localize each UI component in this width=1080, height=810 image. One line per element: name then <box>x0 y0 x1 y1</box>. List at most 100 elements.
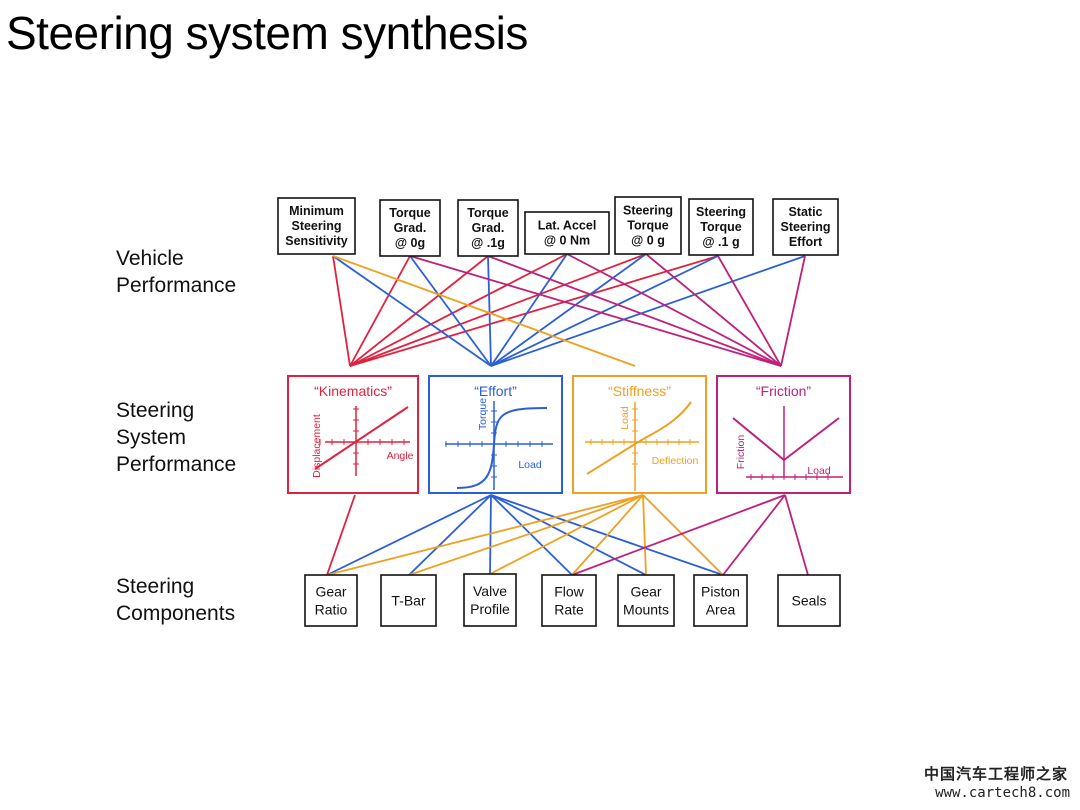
watermark-chinese: 中国汽车工程师之家 <box>923 765 1068 783</box>
link-v5-friction <box>645 253 782 367</box>
row-label-line: Performance <box>116 274 237 297</box>
vehicle-box-text: @ 0 g <box>631 234 665 248</box>
link-stiffness-c4 <box>571 494 644 576</box>
link-v2-friction <box>409 255 782 367</box>
component-box-text: Gear <box>630 584 661 600</box>
link-v6-friction <box>717 255 782 367</box>
vehicle-box-text: Effort <box>789 235 823 249</box>
vehicle-box-text: Grad. <box>394 221 427 235</box>
vehicle-box-text: Torque <box>627 219 668 233</box>
response-curve <box>314 406 409 470</box>
component-box-text: Profile <box>470 601 510 617</box>
row-label-line: Components <box>116 602 236 625</box>
link-v4-friction <box>566 253 782 367</box>
link-stiffness-c6 <box>642 494 724 576</box>
component-box-frame <box>541 574 597 627</box>
link-v2-kinematics <box>349 255 411 367</box>
link-v5-effort <box>490 253 647 367</box>
vehicle-box-frame <box>457 199 519 257</box>
vehicle-box-text: Steering <box>291 219 341 233</box>
component-box-text: Ratio <box>315 602 348 618</box>
watermark-url: www.cartech8.com <box>935 785 1070 801</box>
component-box-text: Piston <box>701 584 740 600</box>
link-stiffness-c5 <box>642 494 647 576</box>
vehicle-box-frame <box>688 198 754 256</box>
component-box-frame <box>693 574 748 627</box>
row-label-steering-system-performance: Steering System Performance <box>116 397 236 478</box>
row-label-line: System <box>116 426 187 449</box>
panel-title: “Effort” <box>474 383 517 399</box>
panel-y-label: Friction <box>735 435 747 470</box>
link-v1-kinematics <box>332 255 351 367</box>
panel-x-label: Load <box>807 465 831 477</box>
component-boxes: GearRatioT-BarValveProfileFlowRateGearMo… <box>304 573 841 627</box>
row-label-line: Performance <box>116 453 237 476</box>
page-title: Steering system synthesis <box>6 7 528 59</box>
vehicle-box-frame <box>524 211 610 255</box>
response-curve <box>586 401 692 475</box>
connection-lines <box>326 253 809 576</box>
link-v7-effort <box>490 255 806 367</box>
component-box-c2: T-Bar <box>380 574 437 627</box>
vehicle-box-text: @ .1g <box>471 236 505 250</box>
component-box-text: Area <box>706 602 736 618</box>
row-label-steering-components: Steering Components <box>116 573 235 627</box>
link-v3-effort <box>487 255 492 367</box>
vehicle-box-frame <box>772 198 839 256</box>
link-kinematics-c1 <box>326 494 356 576</box>
row-label-vehicle-performance: Vehicle Performance <box>116 245 236 299</box>
panel-frame <box>428 375 563 494</box>
vehicle-box-text: Sensitivity <box>285 234 348 248</box>
panel-title: “Stiffness” <box>608 383 671 399</box>
link-effort-c2 <box>408 494 492 576</box>
panel-x-label: Load <box>518 459 542 471</box>
link-effort-c5 <box>490 494 647 576</box>
vehicle-box-text: Steering <box>780 220 830 234</box>
panel-frame <box>287 375 419 494</box>
link-effort-c4 <box>490 494 573 576</box>
component-box-text: Valve <box>473 583 507 599</box>
component-box-frame <box>380 574 437 627</box>
link-friction-c6 <box>722 494 786 576</box>
link-friction-c4 <box>571 494 786 576</box>
panel-y-label: Torque <box>477 398 489 430</box>
panel-x-label: Angle <box>387 450 414 462</box>
link-effort-c1 <box>326 494 492 576</box>
component-box-text: Rate <box>554 602 584 618</box>
link-v6-effort <box>490 255 719 367</box>
link-v3-friction <box>487 255 782 367</box>
component-box-text: Seals <box>791 593 826 609</box>
link-v1-stiffness <box>332 255 636 367</box>
row-label-line: Vehicle <box>116 247 184 270</box>
component-box-text: T-Bar <box>391 593 426 609</box>
component-box-frame <box>463 573 517 627</box>
panel-title: “Kinematics” <box>314 383 392 399</box>
vehicle-box-text: Torque <box>700 220 741 234</box>
link-stiffness-c3 <box>489 494 644 575</box>
vehicle-box-frame <box>277 197 356 255</box>
vehicle-box-frame <box>614 196 682 255</box>
link-stiffness-c2 <box>408 494 644 576</box>
vehicle-box-text: Grad. <box>472 221 505 235</box>
vehicle-box-text: @ .1 g <box>702 235 739 249</box>
link-v3-kinematics <box>349 255 489 367</box>
vehicle-box-text: Steering <box>696 205 746 219</box>
vehicle-box-text: Static <box>788 205 822 219</box>
link-v4-effort <box>490 253 568 367</box>
response-curve <box>732 417 840 462</box>
component-box-c7: Seals <box>777 574 841 627</box>
